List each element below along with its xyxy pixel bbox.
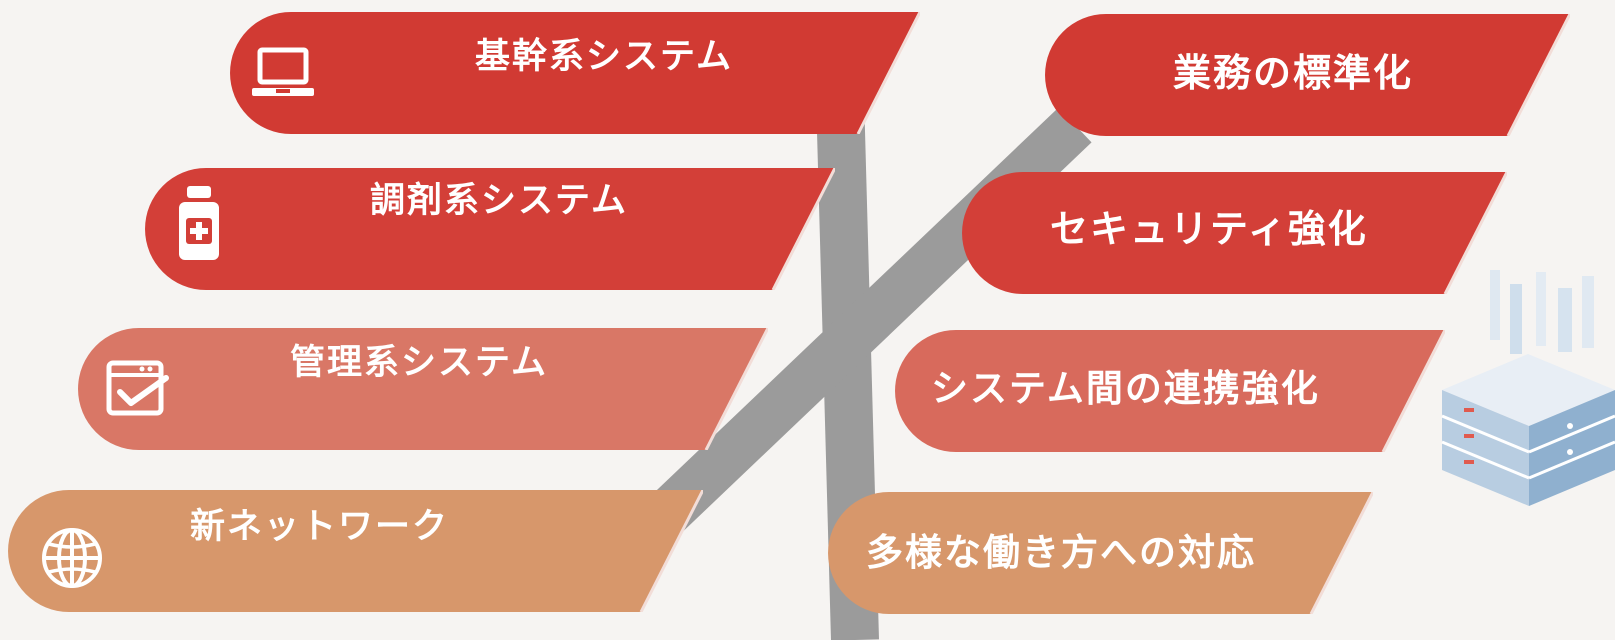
banner-shape: [1045, 14, 1570, 136]
banner-shape: [145, 168, 835, 290]
goal-label-workstyles: 多様な働き方への対応: [866, 531, 1256, 574]
system-label-dispensing: 調剤系システム: [370, 181, 628, 221]
goal-banner-workstyles[interactable]: 多様な働き方への対応: [828, 492, 1373, 614]
globe-icon: [40, 526, 104, 590]
medicine-bottle-icon: [175, 186, 223, 262]
system-banner-core[interactable]: 基幹系システム: [230, 12, 920, 134]
system-banner-dispensing[interactable]: 調剤系システム: [145, 168, 835, 290]
goal-banner-standardization[interactable]: 業務の標準化: [1045, 14, 1570, 136]
goal-banner-security[interactable]: セキュリティ強化: [962, 172, 1507, 294]
system-banner-management[interactable]: 管理系システム: [78, 328, 768, 450]
banner-shape: [962, 172, 1507, 294]
banner-shape: [828, 492, 1373, 614]
banner-shape: [8, 490, 703, 612]
server-rack-icon: [1440, 270, 1615, 520]
banner-shape: [230, 12, 920, 134]
system-label-management: 管理系システム: [290, 343, 548, 383]
goal-label-integration: システム間の連携強化: [931, 367, 1320, 410]
system-label-core: 基幹系システム: [475, 37, 733, 77]
system-banner-network[interactable]: 新ネットワーク: [8, 490, 703, 612]
goal-label-security: セキュリティ強化: [1050, 207, 1368, 251]
goal-label-standardization: 業務の標準化: [1173, 51, 1414, 95]
checklist-window-icon: [106, 360, 170, 420]
system-label-network: 新ネットワーク: [190, 507, 450, 547]
banner-shape: [895, 330, 1445, 452]
goal-banner-integration[interactable]: システム間の連携強化: [895, 330, 1445, 452]
banner-shape: [78, 328, 768, 450]
laptop-icon: [252, 44, 314, 102]
